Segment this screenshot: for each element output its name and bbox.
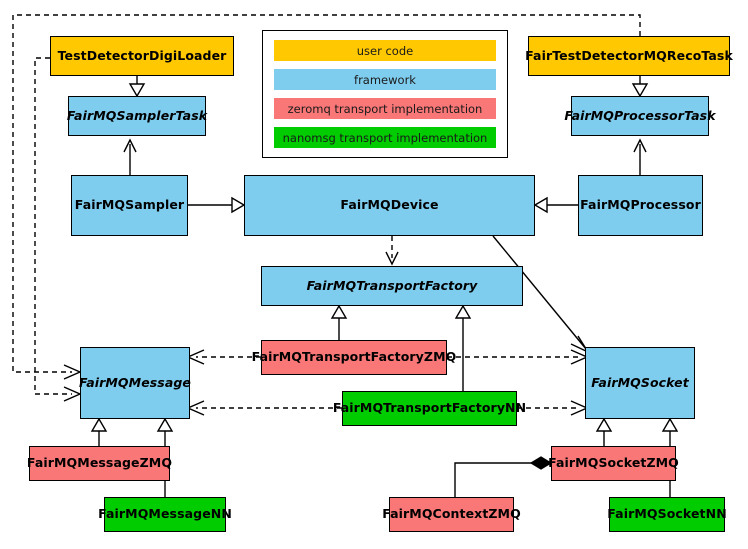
node-label: FairMQDevice [340,197,439,213]
node-fairmqprocessor[interactable]: FairMQProcessor [578,175,703,236]
edge-messagezmq-message [90,417,108,446]
node-label: FairMQMessage [79,374,192,390]
edge-tfzmq-transportfactory [330,304,348,340]
legend-item-zeromq: zeromq transport implementation [274,98,496,119]
legend-item-nanomsg: nanomsg transport implementation [274,127,496,148]
node-testdetectordigiloader[interactable]: TestDetectorDigiLoader [50,36,234,76]
node-label: FairMQSocketZMQ [548,455,679,471]
edge-socketzmq-socket [595,417,613,446]
node-label: FairMQProcessor [580,197,701,213]
node-fairmqmessagenn[interactable]: FairMQMessageNN [98,497,232,532]
node-fairmqcontextzmq[interactable]: FairMQContextZMQ [382,497,521,532]
edge-tfnn-message [186,400,342,416]
node-label: TestDetectorDigiLoader [57,47,227,63]
node-label: FairMQTransportFactory [306,277,478,293]
legend: user code framework zeromq transport imp… [262,30,508,158]
node-fairtestdetectormqrecotask[interactable]: FairTestDetectorMQRecoTask [525,36,733,76]
edge-tfzmq-socket [447,349,589,365]
edge-sampler-samplertask [123,138,137,175]
node-label: FairMQMessageNN [98,506,232,522]
edge-processor-device [533,196,578,214]
legend-item-user-code: user code [274,40,496,61]
edge-sampler-device [188,196,246,214]
node-fairmqsocket[interactable]: FairMQSocket [585,347,695,419]
node-label: FairMQTransportFactoryZMQ [251,349,457,365]
edge-tfzmq-message [186,349,261,365]
edge-samplertask-digiloader [128,76,146,98]
node-fairmqtransportfactoryzmq[interactable]: FairMQTransportFactoryZMQ [252,340,456,375]
edge-socketzmq-contextzmq [454,456,553,497]
node-label: FairTestDetectorMQRecoTask [525,47,733,63]
edge-tfnn-transportfactory [454,304,472,391]
node-label: FairMQSocketNN [607,506,727,522]
edge-tfnn-socket [517,400,589,416]
node-fairmqtransportfactory[interactable]: FairMQTransportFactory [261,266,523,306]
legend-item-label: user code [356,43,414,58]
node-fairmqmessage[interactable]: FairMQMessage [79,347,192,419]
node-label: FairMQContextZMQ [382,506,521,522]
node-fairmqsamplertask[interactable]: FairMQSamplerTask [66,96,208,136]
node-label: FairMQMessageZMQ [26,455,173,471]
node-fairmqtransportfactorynn[interactable]: FairMQTransportFactoryNN [333,391,526,426]
edge-processortask-recotask [631,76,649,98]
node-fairmqprocessortask[interactable]: FairMQProcessorTask [564,96,716,136]
node-label: FairMQSamplerTask [66,107,208,123]
node-fairmqmessagezmq[interactable]: FairMQMessageZMQ [26,446,173,481]
node-label: FairMQSampler [74,197,185,213]
node-label: FairMQSocket [591,374,689,390]
node-fairmqsocketnn[interactable]: FairMQSocketNN [607,497,727,532]
node-label: FairMQTransportFactoryNN [332,400,527,416]
legend-item-label: nanomsg transport implementation [282,130,488,145]
edge-processor-processortask [633,138,647,175]
legend-item-label: zeromq transport implementation [287,101,483,116]
node-fairmqdevice[interactable]: FairMQDevice [244,175,535,236]
edge-device-transportfactory [385,236,399,266]
node-label: FairMQProcessorTask [564,107,716,123]
node-fairmqsampler[interactable]: FairMQSampler [71,175,188,236]
node-fairmqsocketzmq[interactable]: FairMQSocketZMQ [548,446,679,481]
legend-item-label: framework [354,72,416,87]
legend-item-framework: framework [274,69,496,90]
